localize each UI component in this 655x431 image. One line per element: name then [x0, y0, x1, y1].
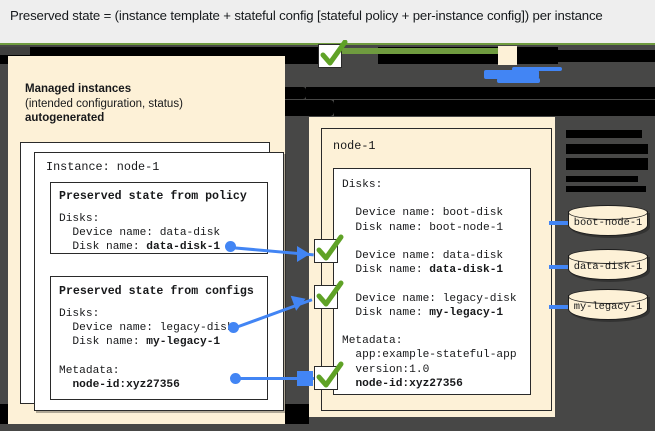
disk-boot-node-1-top: [568, 205, 648, 220]
redaction-bar-side-5: [566, 186, 646, 192]
actual-instance-panel-tab: [309, 117, 499, 131]
caption-bar: Preserved state = (instance template + s…: [0, 0, 655, 43]
instance-card-title: Instance: node-1: [46, 160, 160, 174]
disk-boot-node-1-label: boot-node-1: [573, 217, 643, 229]
blue-scribble-3: [512, 67, 562, 71]
blue-scribble-1: [484, 70, 539, 79]
node-card-title: node-1: [333, 139, 376, 153]
cream-chip-top: [498, 46, 517, 65]
check-data-disk-box: [314, 239, 338, 263]
managed-instances-title: Managed instances: [25, 83, 132, 95]
disk-data-disk-1-top: [568, 249, 648, 264]
disk-my-legacy-1-label: my-legacy-1: [573, 301, 643, 313]
redaction-bar-side-3: [566, 158, 648, 170]
connector-data-disk-arrow: [297, 246, 310, 262]
check-legacy-disk-box: [314, 285, 338, 309]
redaction-bar-side-4: [566, 176, 638, 182]
connector-node-id-stub: [297, 371, 313, 386]
redaction-bar-side-1: [566, 130, 642, 138]
node-detail-card: [333, 168, 531, 395]
node-detail-body: Disks: Device name: boot-disk Disk name:…: [342, 179, 517, 390]
disk-data-disk-1: data-disk-1: [568, 249, 650, 283]
redaction-bar-bottom-left: [0, 404, 10, 424]
connector-node-id-line: [236, 377, 316, 380]
connector-node-id-dot: [230, 373, 241, 384]
policy-card-heading: Preserved state from policy: [59, 190, 247, 203]
redaction-bar-side-2: [566, 144, 648, 154]
connector-boot-node-1-line: [549, 221, 571, 225]
configs-card-heading: Preserved state from configs: [59, 285, 254, 298]
redaction-bar-row2b: [306, 87, 655, 99]
managed-instances-subtitle: (intended configuration, status): [25, 97, 183, 110]
connector-data-disk-1-line: [549, 265, 571, 269]
redaction-bar-bottom: [285, 404, 309, 424]
disk-my-legacy-1: my-legacy-1: [568, 289, 650, 323]
redaction-bar-top-left-grey: [0, 47, 30, 55]
connector-my-legacy-1-line: [549, 305, 571, 309]
blue-scribble-2: [497, 78, 540, 83]
check-node-id-box: [314, 366, 338, 390]
redaction-bar-top-right-2: [540, 50, 655, 62]
redaction-bar-row3b: [334, 100, 655, 116]
disk-my-legacy-1-top: [568, 289, 648, 304]
policy-card-body: Disks: Device name: data-disk Disk name:…: [59, 213, 221, 254]
configs-card-body: Disks: Device name: legacy-disk Disk nam…: [59, 308, 234, 392]
page-title: Preserved state = (instance template + s…: [10, 8, 603, 23]
managed-instances-tag: autogenerated: [25, 112, 105, 124]
managed-instances-heading: Managed instances (intended configuratio…: [25, 82, 183, 126]
disk-data-disk-1-label: data-disk-1: [573, 261, 643, 273]
disk-boot-node-1: boot-node-1: [568, 205, 650, 239]
check-top-box: [318, 44, 342, 68]
green-highlight-bar: [336, 48, 502, 54]
